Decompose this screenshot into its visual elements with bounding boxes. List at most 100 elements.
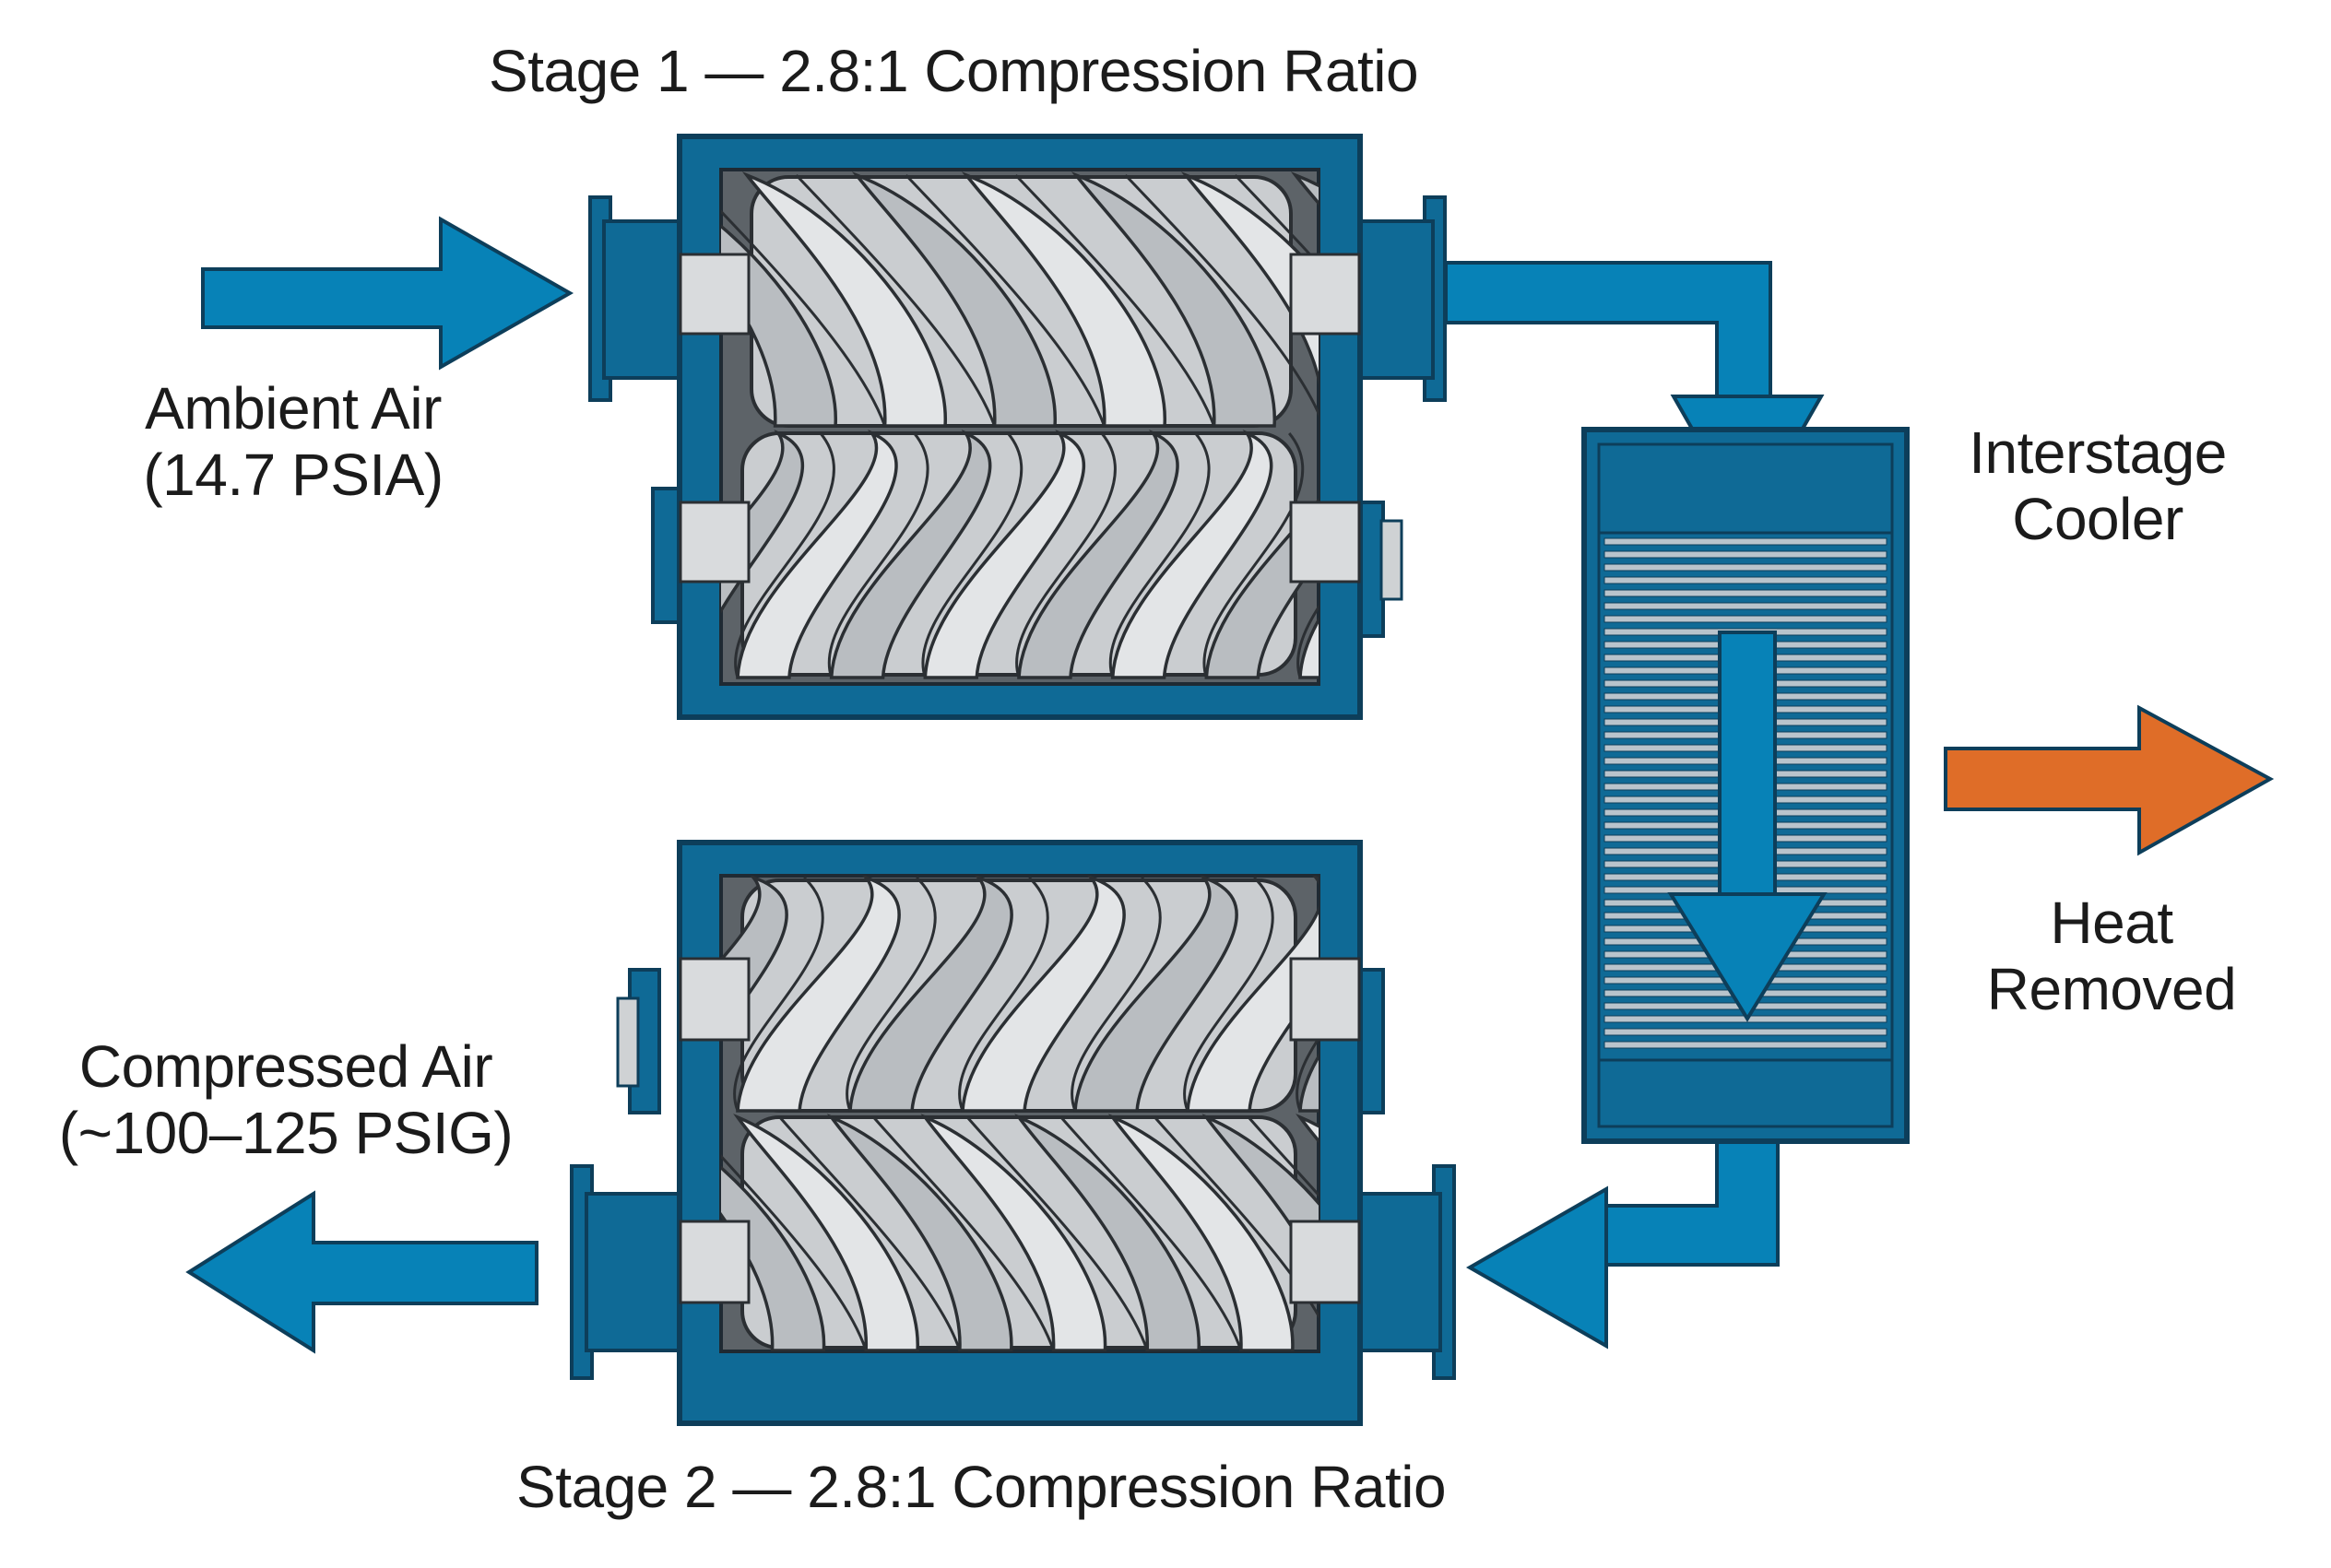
interstage-cooler-label-line2: Cooler: [2012, 485, 2183, 552]
interstage-cooler[interactable]: [1581, 427, 1910, 1144]
heat-removed-label-line2: Removed: [1986, 955, 2237, 1022]
stage1-upper-rotor-lobe-edge: [795, 173, 997, 427]
stage2-upper-rotor-lobe: [1186, 876, 1319, 1113]
cooler-flow-arrow: [1667, 631, 1828, 1022]
stage2-lower-rotor-lobe: [1201, 1114, 1319, 1279]
stage2-bearing-bottom-left: [679, 1220, 751, 1304]
stage1-lower-rotor-lobe-edge: [1296, 605, 1319, 678]
stage1-upper-rotor-lobe-edge: [1014, 173, 1216, 427]
cooler-fin: [1603, 576, 1887, 584]
stage2-lower-rotor-lobe-edge: [778, 1116, 962, 1351]
stage1-upper-rotor-lobe-edge: [721, 209, 887, 427]
compressed-air-label-line1: Compressed Air: [78, 1033, 493, 1100]
cooler-fin: [1603, 615, 1887, 623]
stage2-lower-rotor-lobe-edge: [1247, 1116, 1319, 1197]
stage1-bearing-bottom-left: [679, 501, 751, 584]
stage1-lower-rotor-lobe-edge: [1391, 433, 1490, 678]
stage2-lower-rotor-lobe: [1296, 1114, 1319, 1144]
ambient-air-label-line2: (14.7 PSIA): [143, 441, 444, 508]
stage1-lower-rotor-lobe: [1394, 433, 1553, 678]
stage2-lower-rotor-lobe: [721, 1165, 826, 1351]
stage1-upper-rotor-lobe: [741, 171, 947, 428]
stage2-upper-rotor-lobe-edge: [1071, 876, 1162, 1112]
cooler-fin: [1603, 563, 1887, 572]
stage2-upper-rotor-lobe: [961, 876, 1126, 1113]
stage1-upper-rotor-lobe: [851, 171, 1057, 428]
stage1-lower-rotor-lobe-edge: [827, 432, 929, 678]
cooler-top-header: [1597, 442, 1894, 535]
stage1-compressor[interactable]: [588, 134, 1653, 720]
stage2-compressor[interactable]: [570, 840, 1615, 1426]
stage1-lower-rotor-lobe: [1017, 430, 1179, 679]
ambient-air-label-line1: Ambient Air: [145, 375, 442, 442]
stage2-upper-rotor-lobe-edge: [846, 876, 937, 1112]
stage2-upper-rotor-lobe-edge: [733, 876, 824, 1112]
stage2-bearing-bottom-right: [1289, 1220, 1361, 1304]
heat-removed-label-line1: Heat: [2050, 890, 2173, 956]
cooler-fin: [1603, 589, 1887, 597]
interstage-cooler-label-line1: Interstage: [1969, 419, 2227, 486]
stage1-bearing-top-right: [1289, 253, 1361, 336]
stage1-lower-rotor-lobe-edge: [1202, 432, 1305, 678]
pipe-cooler-to-stage2: [1598, 1139, 1780, 1267]
interstage-cooler-label: Interstage Cooler: [1932, 419, 2264, 552]
compressed-air-label-line2: (~100–125 PSIG): [58, 1099, 514, 1166]
cooler-fin: [1603, 537, 1887, 546]
stage2-lower-rotor-lobe-edge: [721, 1154, 868, 1351]
stage1-lower-rotor-lobe: [736, 430, 898, 679]
stage1-bearing-top-left: [679, 253, 751, 336]
stage2-upper-rotor-lobe: [1073, 876, 1238, 1113]
compressed-air-label: Compressed Air (~100–125 PSIG): [18, 1033, 553, 1166]
stage2-lower-rotor-lobe: [826, 1114, 1013, 1351]
stage2-bearing-top-right: [1289, 957, 1361, 1042]
stage2-lower-rotor-lobe-edge: [1154, 1116, 1319, 1319]
stage2-upper-rotor-lobe: [1298, 1053, 1319, 1113]
stage1-upper-rotor-lobe-edge: [1124, 173, 1319, 418]
stage1-upper-rotor-lobe: [1290, 171, 1319, 206]
stage1-upper-rotor-lobe: [961, 171, 1166, 428]
stage1-upper-rotor-lobe-edge: [905, 173, 1106, 427]
stage2-lower-rotor-lobe: [733, 1114, 919, 1351]
stage2-lower-rotor-lobe: [1014, 1114, 1201, 1351]
stage1-upper-rotor-lobe-edge: [1234, 173, 1319, 266]
ambient-air-inlet-arrow: [201, 216, 574, 371]
heat-removed-label: Heat Removed: [1950, 890, 2273, 1022]
stage1-lower-rotor-lobe-edge: [734, 432, 835, 678]
stage2-upper-rotor-lobe-edge: [958, 876, 1049, 1112]
stage1-bearing-bottom-right: [1289, 501, 1361, 584]
stage2-lower-rotor-lobe-edge: [872, 1116, 1055, 1351]
stage1-title: Stage 1 — 2.8:1 Compression Ratio: [489, 38, 1419, 104]
stage1-lower-rotor-lobe: [923, 430, 1086, 679]
stage1-lower-rotor-lobe-edge: [1015, 432, 1117, 678]
stage2-title: Stage 2 — 2.8:1 Compression Ratio: [516, 1454, 1447, 1520]
stage2-upper-rotor-lobe: [1413, 878, 1574, 1111]
cooler-bottom-header: [1597, 1058, 1894, 1128]
stage2-lower-rotor-lobe-edge: [965, 1116, 1149, 1351]
stage2-lower-rotor-lobe: [920, 1114, 1107, 1351]
cooler-fin: [1603, 602, 1887, 610]
stage1-upper-rotor-lobe: [1071, 171, 1276, 428]
stage2-lower-rotor-lobe-edge: [1059, 1116, 1243, 1351]
stage2-upper-rotor-lobe-edge: [1410, 878, 1498, 1111]
cooler-fin: [1603, 1041, 1887, 1049]
stage2-upper-rotor-lobe: [848, 876, 1013, 1113]
stage2-bearing-top-left: [679, 957, 751, 1042]
stage1-lower-rotor-lobe: [1110, 430, 1273, 679]
cooler-fin: [1603, 1028, 1887, 1036]
ambient-air-label: Ambient Air (14.7 PSIA): [109, 375, 478, 508]
stage1-lower-rotor-lobe-edge: [921, 432, 1024, 678]
stage2-upper-rotor-lobe: [736, 876, 901, 1113]
arrow-into-stage2: [1465, 1185, 1608, 1350]
stage2-upper-rotor-lobe-edge: [1296, 1036, 1319, 1112]
stage2-lower-rotor-lobe: [1107, 1114, 1295, 1351]
compressed-air-outlet-arrow: [185, 1190, 538, 1354]
stage1-lower-rotor-lobe-edge: [1108, 432, 1211, 678]
stage1-lower-rotor-lobe: [829, 430, 992, 679]
stage1-lower-rotor-lobe: [1298, 617, 1319, 679]
stage1-lower-rotor-lobe-edge: [1485, 433, 1584, 678]
cooler-fin: [1603, 550, 1887, 559]
heat-removed-arrow[interactable]: [1944, 704, 2275, 856]
pipe-stage1-to-cooler: [1444, 261, 1772, 407]
